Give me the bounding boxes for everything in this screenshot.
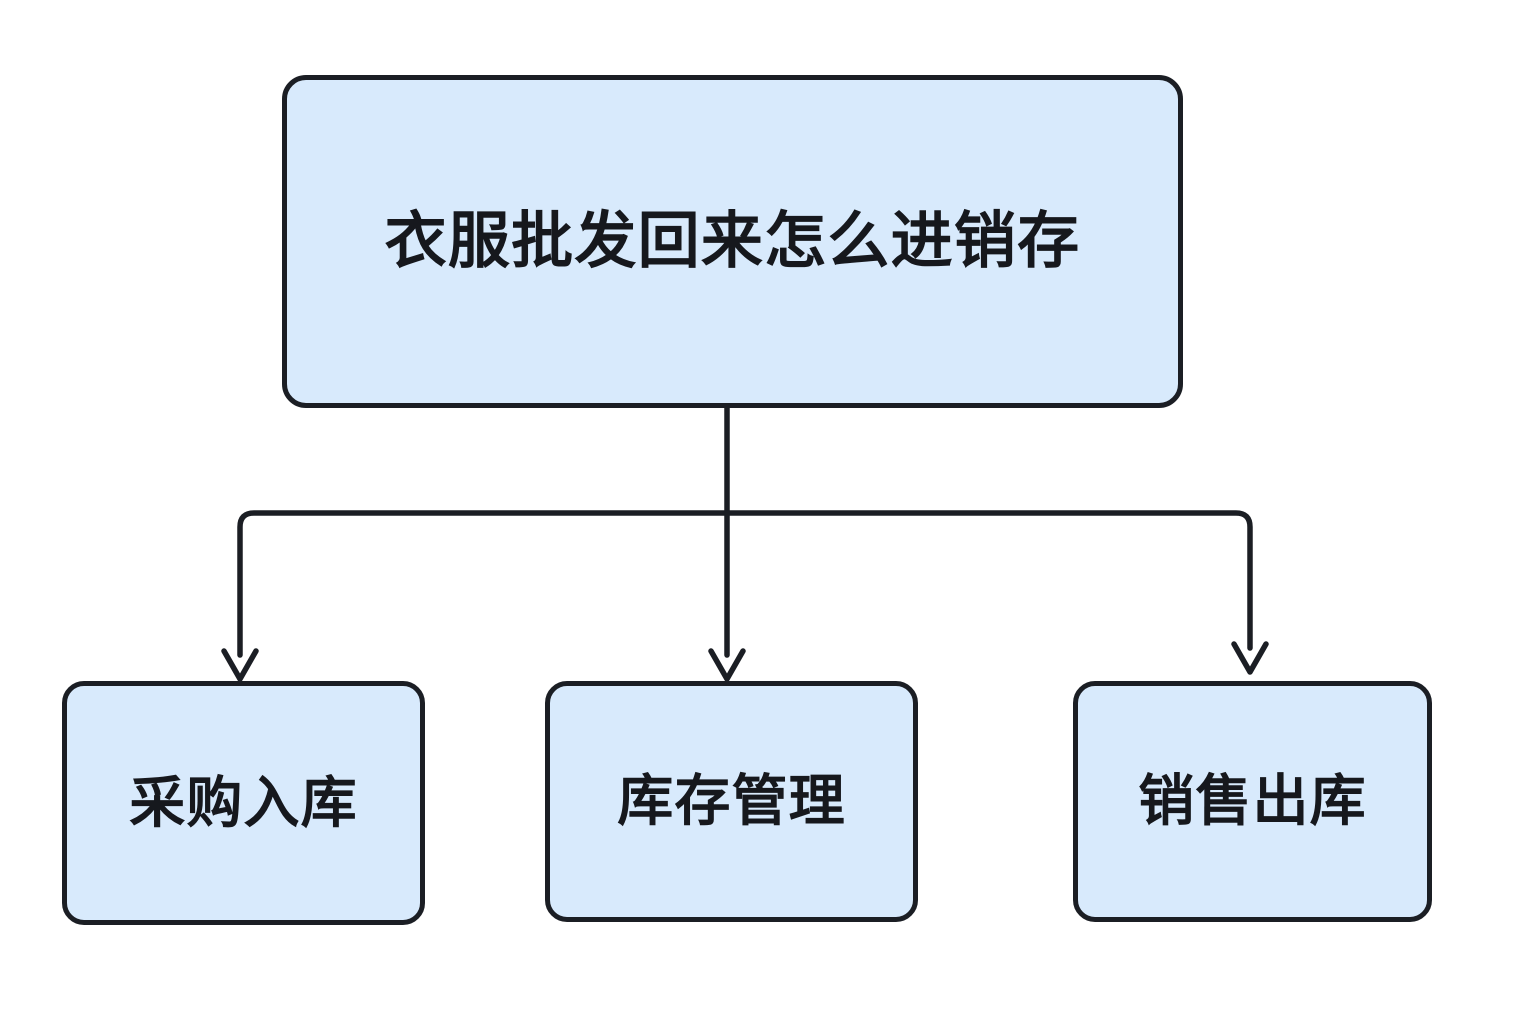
node-inventory-management-label: 库存管理 bbox=[617, 769, 846, 833]
node-sales-outbound[interactable]: 销售出库 bbox=[1073, 681, 1432, 922]
node-purchase-inbound-label: 采购入库 bbox=[129, 770, 358, 834]
arrowhead-inventory-management bbox=[708, 648, 746, 682]
arrowhead-sales-outbound bbox=[1231, 641, 1269, 675]
node-root[interactable]: 衣服批发回来怎么进销存 bbox=[282, 75, 1183, 408]
node-purchase-inbound[interactable]: 采购入库 bbox=[62, 681, 425, 925]
edge-bus-left bbox=[237, 510, 730, 658]
arrowhead-purchase-inbound bbox=[221, 648, 259, 682]
node-inventory-management[interactable]: 库存管理 bbox=[545, 681, 918, 922]
node-sales-outbound-label: 销售出库 bbox=[1138, 769, 1367, 833]
edge-bus-right bbox=[724, 510, 1253, 651]
node-root-label: 衣服批发回来怎么进销存 bbox=[384, 206, 1081, 276]
